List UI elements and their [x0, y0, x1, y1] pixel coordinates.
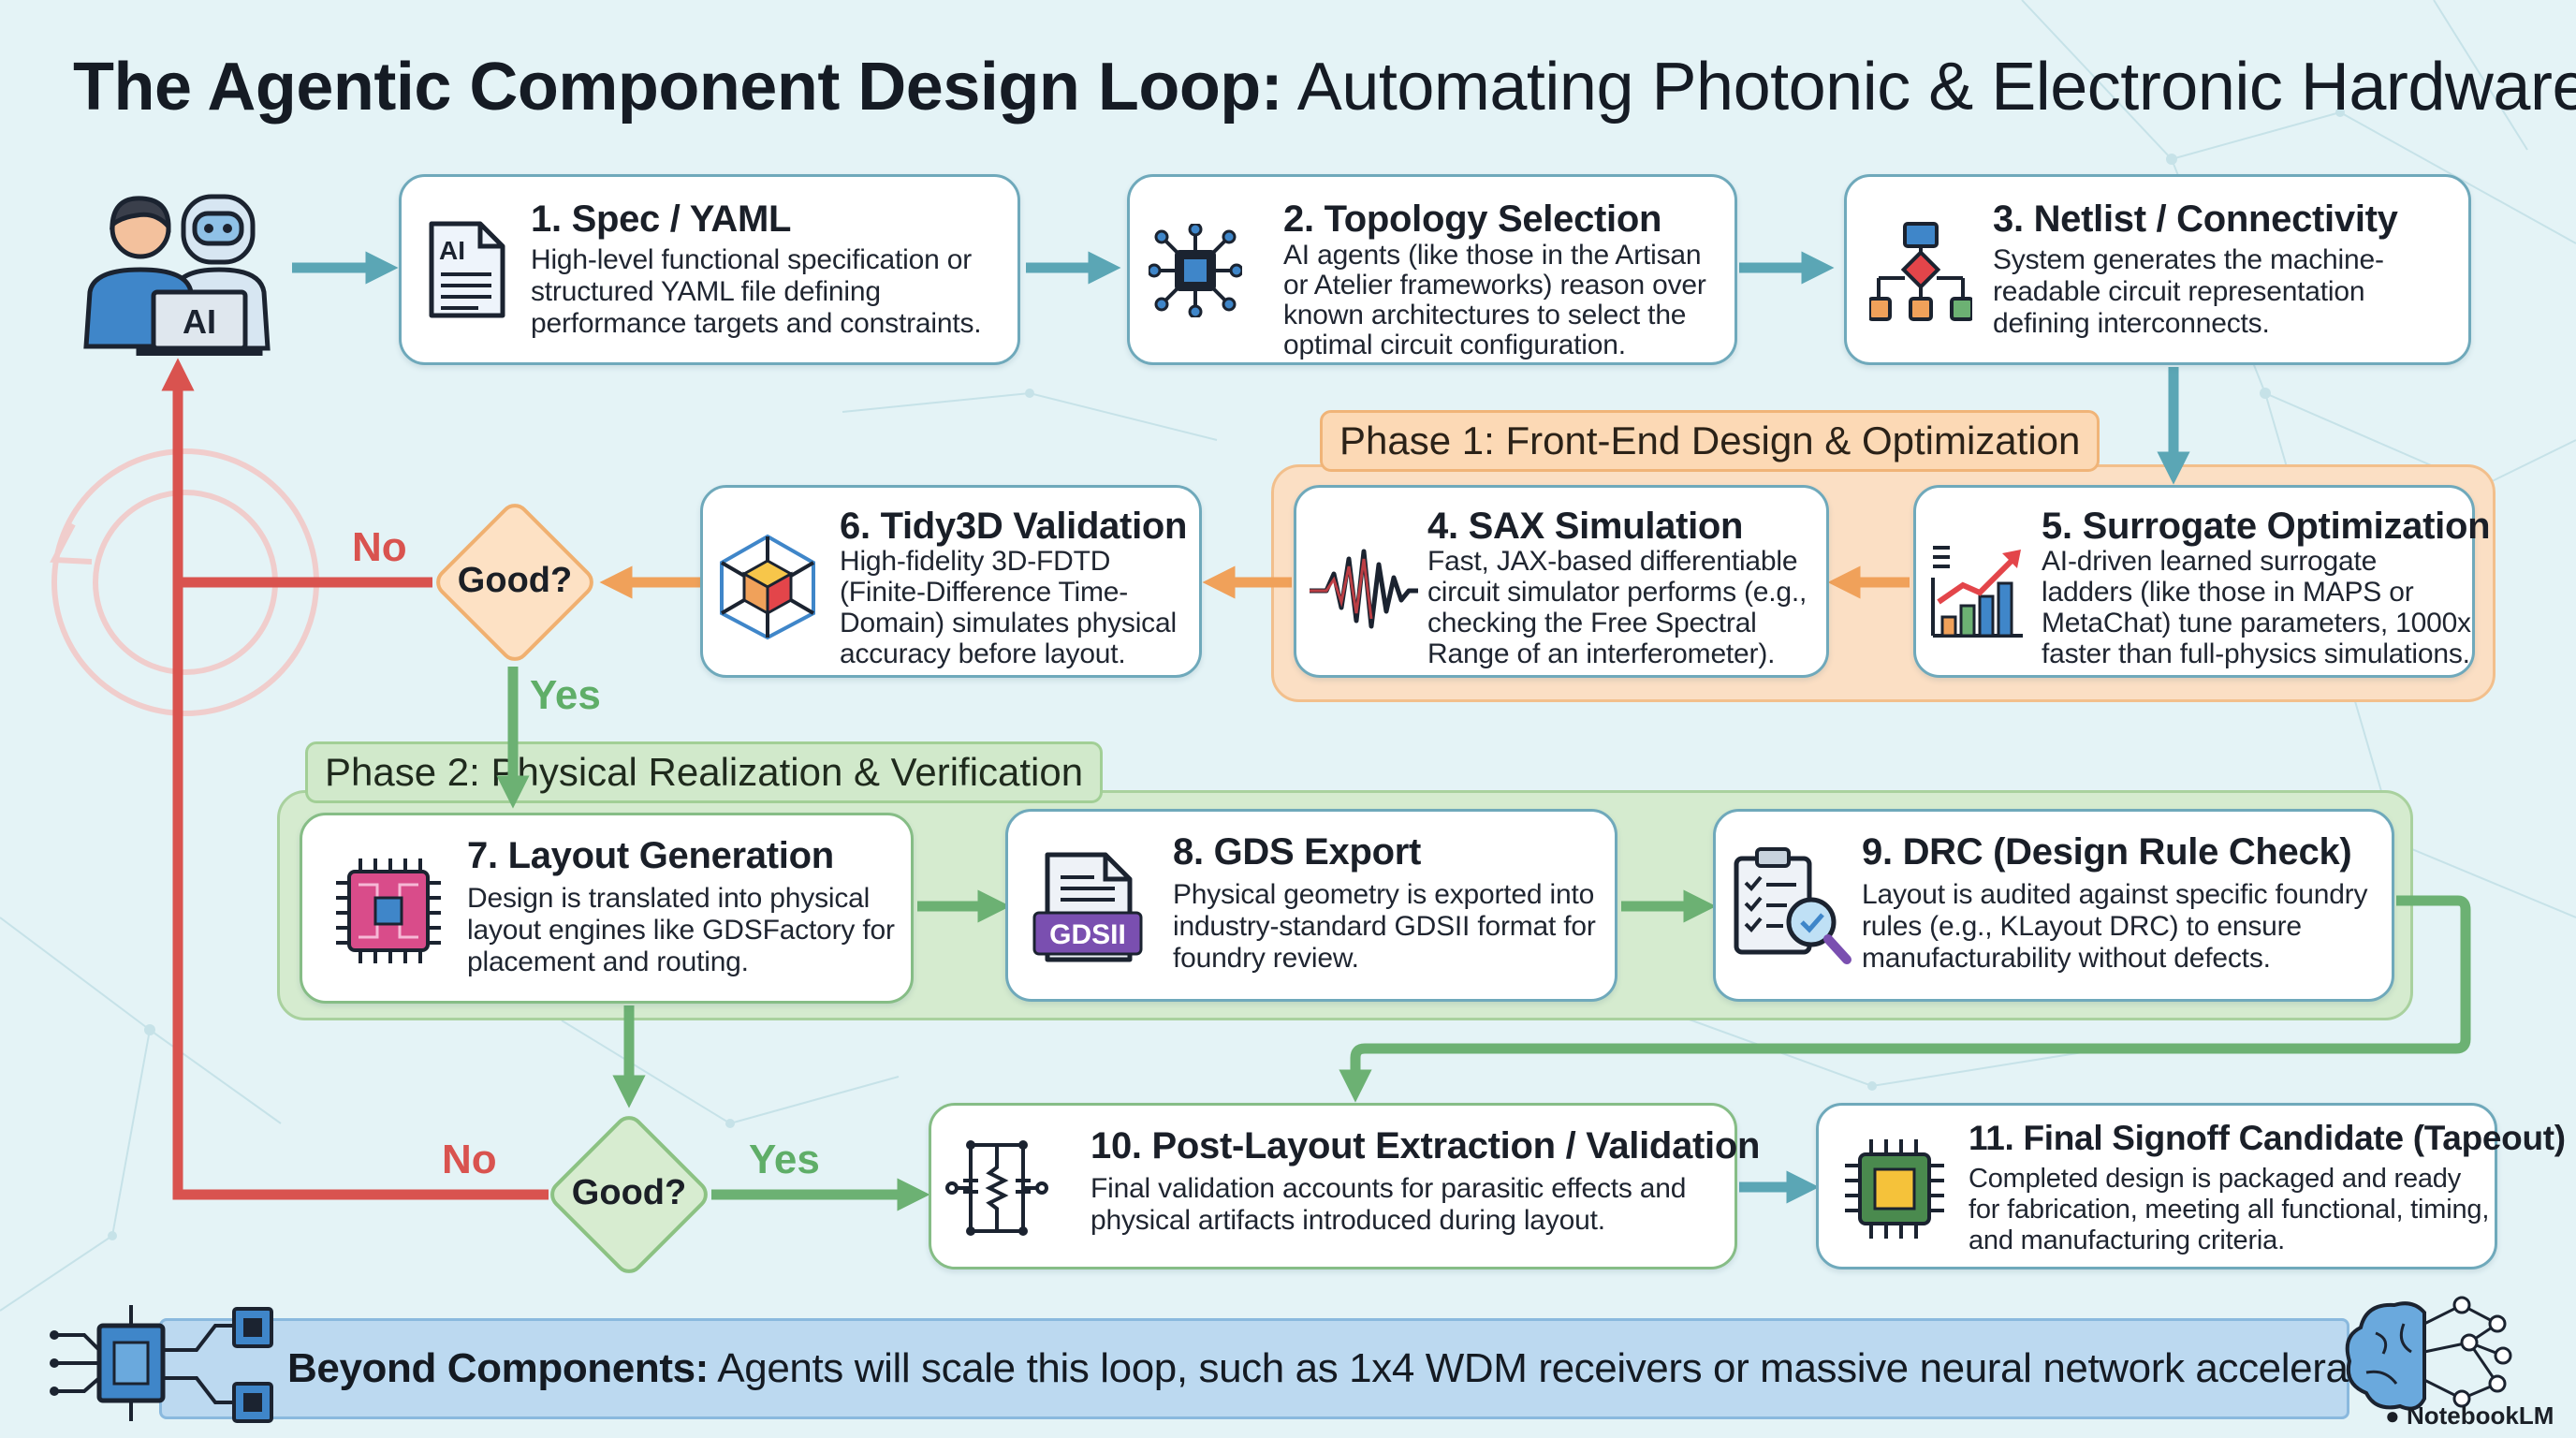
step-10-title: 10. Post-Layout Extraction / Validation	[1090, 1125, 1761, 1167]
step-2-text: AI agents (like those in the Artisan or …	[1283, 240, 1706, 360]
checklist-magnifier-icon	[1734, 847, 1852, 964]
cube-icon	[720, 534, 815, 640]
decision-1-label: Good?	[457, 561, 573, 600]
phase2-label: Phase 2: Physical Realization & Verifica…	[305, 741, 1104, 803]
step-9-box: 9. DRC (Design Rule Check) Layout is aud…	[1713, 809, 2394, 1002]
step-3-box: 3. Netlist / Connectivity System generat…	[1844, 174, 2471, 365]
step-9-title: 9. DRC (Design Rule Check)	[1862, 831, 2352, 873]
step-5-box: 5. Surrogate Optimization AI-driven lear…	[1913, 485, 2491, 678]
step-11-title: 11. Final Signoff Candidate (Tapeout)	[1969, 1119, 2566, 1157]
step-11-box: 11. Final Signoff Candidate (Tapeout) Co…	[1816, 1103, 2566, 1269]
step-7-text: Design is translated into physical layou…	[467, 883, 895, 977]
decision-2-no-label: No	[442, 1137, 497, 1182]
step-6-box: 6. Tidy3D Validation High-fidelity 3D-FD…	[700, 485, 1202, 678]
step-7-title: 7. Layout Generation	[467, 835, 834, 876]
growth-chart-icon	[1931, 546, 2023, 638]
step-10-box: 10. Post-Layout Extraction / Validation …	[929, 1103, 1760, 1269]
step-8-box: GDSII 8. GDS Export Physical geometry is…	[1005, 809, 1617, 1002]
notebooklm-logo-icon: ●	[2385, 1401, 2407, 1430]
step-5-title: 5. Surrogate Optimization	[2042, 506, 2491, 547]
circuit-board-icon	[50, 1305, 273, 1423]
human-robot-icon: AI	[83, 194, 271, 356]
bottom-banner: Beyond Components: Agents will scale thi…	[159, 1318, 2426, 1419]
step-1-text: High-level functional specification or s…	[531, 244, 982, 339]
step-6-text: High-fidelity 3D-FDTD (Finite-Difference…	[840, 546, 1177, 669]
doc-badge: AI	[439, 236, 465, 265]
step-8-title: 8. GDS Export	[1173, 831, 1422, 873]
brain-network-icon	[2345, 1296, 2512, 1411]
gdsii-badge: GDSII	[1049, 919, 1126, 950]
layout-chip-icon	[336, 858, 441, 963]
step-4-title: 4. SAX Simulation	[1427, 506, 1744, 547]
step-3-text: System generates the machine-readable ci…	[1993, 244, 2384, 339]
step-7-box: 7. Layout Generation Design is translate…	[300, 813, 914, 1004]
waveform-icon	[1310, 549, 1418, 629]
chip-network-icon	[1149, 224, 1242, 317]
step-4-box: 4. SAX Simulation Fast, JAX-based differ…	[1294, 485, 1829, 678]
decision-1-yes-label: Yes	[530, 672, 601, 718]
page-title: The Agentic Component Design Loop: Autom…	[73, 50, 2576, 125]
step-1-box: AI 1. Spec / YAML High-level functional …	[399, 174, 1020, 365]
document-ai-icon: AI	[429, 221, 505, 318]
gdsii-file-icon: GDSII	[1032, 852, 1143, 962]
phase1-label: Phase 1: Front-End Design & Optimization	[1320, 410, 2100, 472]
step-2-box: 2. Topology Selection AI agents (like th…	[1127, 174, 1737, 365]
circuit-schematic-icon	[945, 1140, 1048, 1236]
step-9-text: Layout is audited against specific found…	[1862, 879, 2368, 974]
step-6-title: 6. Tidy3D Validation	[840, 506, 1188, 547]
refresh-watermark-icon	[50, 448, 319, 716]
gold-chip-icon	[1845, 1139, 1944, 1239]
brand-watermark: ● NotebookLM	[2385, 1401, 2554, 1430]
step-1-title: 1. Spec / YAML	[531, 198, 792, 240]
step-11-text: Completed design is packaged and ready f…	[1969, 1164, 2490, 1255]
step-5-text: AI-driven learned surrogate ladders (lik…	[2042, 546, 2471, 669]
hierarchy-icon	[1869, 222, 1972, 321]
step-2-title: 2. Topology Selection	[1283, 198, 1662, 240]
decision-2-yes-label: Yes	[749, 1137, 820, 1182]
step-8-text: Physical geometry is exported into indus…	[1173, 879, 1596, 974]
decision-1-no-label: No	[352, 524, 407, 570]
step-3-title: 3. Netlist / Connectivity	[1993, 198, 2398, 240]
step-4-text: Fast, JAX-based differentiable circuit s…	[1427, 546, 1808, 669]
step-10-text: Final validation accounts for parasitic …	[1090, 1173, 1687, 1236]
actor-badge: AI	[183, 302, 216, 341]
decision-2-label: Good?	[571, 1173, 687, 1212]
